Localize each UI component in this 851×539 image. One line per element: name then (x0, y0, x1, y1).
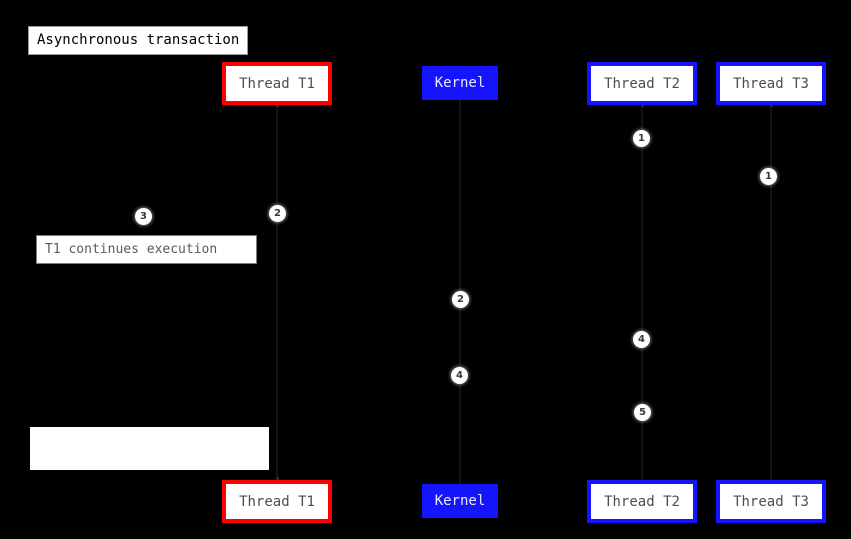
step-badge[interactable]: 3 (135, 208, 152, 225)
lifeline-head-label: Kernel (434, 493, 486, 509)
lifeline-head-thread-t1-bottom[interactable]: Thread T1 (222, 480, 332, 523)
step-badge[interactable]: 2 (269, 205, 286, 222)
lifeline-head-thread-t2-top[interactable]: Thread T2 (587, 62, 697, 105)
blank-note-box (30, 427, 269, 470)
lifeline-head-label: Kernel (434, 75, 486, 91)
step-badge[interactable]: 2 (452, 291, 469, 308)
step-badge[interactable]: 5 (634, 404, 651, 421)
lifeline-tick-t2-top (641, 104, 644, 107)
lifeline-head-thread-t3-bottom[interactable]: Thread T3 (716, 480, 826, 523)
note-t1-continues-execution: T1 continues execution (36, 235, 257, 264)
step-badge[interactable]: 1 (760, 168, 777, 185)
lifeline-head-label: Thread T3 (733, 75, 809, 92)
lifeline-head-label: Thread T1 (239, 75, 315, 92)
lifeline-head-thread-t1-top[interactable]: Thread T1 (222, 62, 332, 105)
lifeline-head-label: Thread T2 (604, 493, 680, 510)
lifeline-tick-t3-top (770, 104, 773, 107)
step-badge[interactable]: 4 (633, 331, 650, 348)
lifeline-head-thread-t2-bottom[interactable]: Thread T2 (587, 480, 697, 523)
lifeline-tick-t1-top (276, 104, 279, 107)
step-badge[interactable]: 1 (633, 130, 650, 147)
lifeline-head-label: Thread T2 (604, 75, 680, 92)
lifeline-head-kernel-bottom[interactable]: Kernel (422, 484, 498, 518)
lifeline-stub-t1 (276, 105, 278, 480)
lifeline-head-kernel-top[interactable]: Kernel (422, 66, 498, 100)
step-badge[interactable]: 4 (451, 367, 468, 384)
diagram-title: Asynchronous transaction (28, 26, 249, 55)
lifeline-tick-t1-bottom (276, 477, 279, 480)
lifeline-stub-t2 (641, 105, 643, 480)
lifeline-head-label: Thread T1 (239, 493, 315, 510)
lifeline-stub-t3 (770, 105, 772, 480)
lifeline-head-label: Thread T3 (733, 493, 809, 510)
lifeline-head-thread-t3-top[interactable]: Thread T3 (716, 62, 826, 105)
